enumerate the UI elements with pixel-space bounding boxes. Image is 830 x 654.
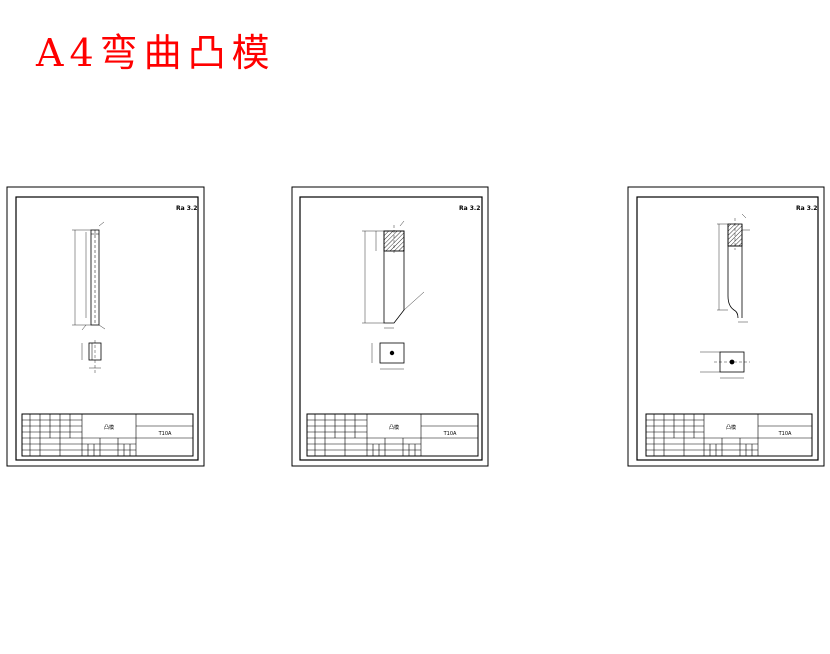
- sheet-1-inner-frame: [15, 196, 199, 461]
- sheet-2-title-block: [306, 413, 479, 457]
- sheet-2-top-view: [371, 342, 405, 370]
- sheet-3-top-view: [700, 351, 750, 379]
- sheet-3-title-block: [645, 413, 813, 457]
- sheet-2-part-name: 凸模: [389, 424, 399, 431]
- sheet-2-roughness-note: Ra 3.2: [459, 205, 480, 212]
- sheet-2[interactable]: Ra 3.2: [291, 186, 489, 467]
- sheet-1-roughness-note: Ra 3.2: [176, 205, 197, 212]
- sheet-3-inner-frame: [636, 196, 819, 461]
- sheet-3[interactable]: Ra 3.2: [627, 186, 825, 467]
- sheet-1-material: T10A: [158, 431, 172, 437]
- sheet-2-inner-frame: [299, 196, 483, 461]
- sheet-3-outer-border: [627, 186, 825, 467]
- sheet-3-front-view: [717, 213, 750, 323]
- sheet-1-top-view: [81, 340, 102, 374]
- sheet-3-part-name: 凸模: [726, 424, 736, 431]
- sheet-1-part-name: 凸模: [104, 424, 114, 431]
- sheet-2-outer-border: [291, 186, 489, 467]
- sheet-1-title-block: [21, 413, 194, 457]
- drawing-title: A4弯曲凸模: [36, 31, 276, 75]
- sheet-3-roughness-note: Ra 3.2: [796, 205, 817, 212]
- sheet-1-outer-border: [6, 186, 205, 467]
- sheet-1[interactable]: Ra 3.2: [6, 186, 205, 467]
- sheet-2-front-view: [362, 220, 425, 329]
- sheet-3-material: T10A: [778, 431, 792, 437]
- sheet-1-front-view: [72, 221, 106, 331]
- sheet-2-material: T10A: [443, 431, 457, 437]
